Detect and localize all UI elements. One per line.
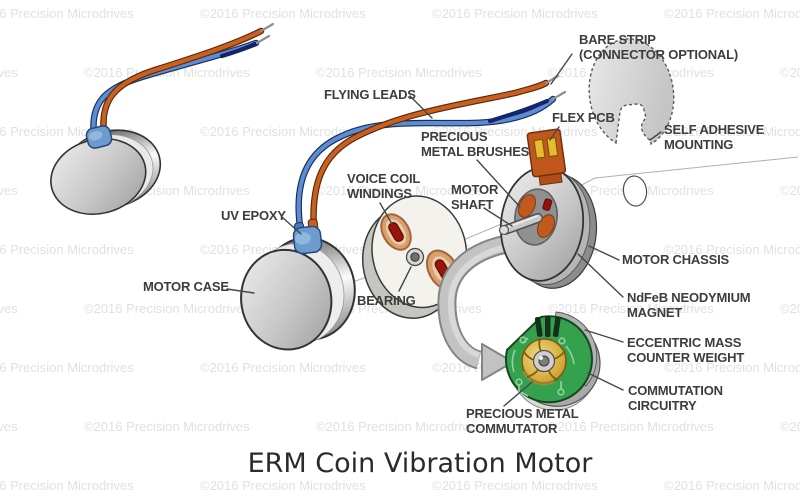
diagram-title: ERM Coin Vibration Motor	[247, 448, 593, 479]
label-ndfeb-magnet: NdFeB NEODYMIUM MAGNET	[627, 290, 751, 320]
label-flying-leads: FLYING LEADS	[324, 87, 416, 102]
label-precious-metal-brushes: PRECIOUS METAL BRUSHES	[421, 129, 530, 159]
label-bearing: BEARING	[357, 293, 416, 308]
voice-coil-disc	[361, 195, 468, 319]
commutation-pcb-assembly	[505, 311, 601, 411]
motor-shaft-part	[498, 213, 543, 236]
assembled-motor	[50, 22, 275, 215]
flying-leads-wires	[295, 74, 567, 237]
voice-coil-winding	[380, 213, 412, 251]
label-voice-coil-windings: VOICE COIL WINDINGS	[347, 171, 421, 201]
pcb-pins	[534, 316, 561, 337]
label-uv-epoxy: UV EPOXY	[221, 208, 286, 223]
label-flex-pcb: FLEX PCB	[552, 110, 615, 125]
rotation-arrow	[437, 233, 514, 381]
label-eccentric-mass: ECCENTRIC MASS COUNTER WEIGHT	[627, 335, 745, 365]
label-bare-strip: BARE STRIP (CONNECTOR OPTIONAL)	[579, 32, 738, 62]
label-motor-case: MOTOR CASE	[143, 279, 229, 294]
uv-epoxy-blob	[292, 218, 323, 255]
uv-epoxy-blob-small	[85, 125, 113, 149]
label-self-adhesive: SELF ADHESIVE MOUNTING	[664, 122, 765, 152]
leader-lines	[226, 53, 662, 407]
precious-metal-commutator-part	[521, 338, 567, 386]
motor-case-part	[240, 218, 356, 351]
flex-pcb-part	[526, 128, 567, 186]
label-motor-chassis: MOTOR CHASSIS	[622, 252, 729, 267]
label-commutation-circuitry: COMMUTATION CIRCUITRY	[628, 383, 723, 413]
self-adhesive-mounting-pad	[588, 38, 675, 207]
label-motor-shaft: MOTOR SHAFT	[451, 182, 499, 212]
label-precious-metal-commutator: PRECIOUS METAL COMMUTATOR	[466, 406, 579, 436]
rotor-assembly	[498, 128, 598, 289]
